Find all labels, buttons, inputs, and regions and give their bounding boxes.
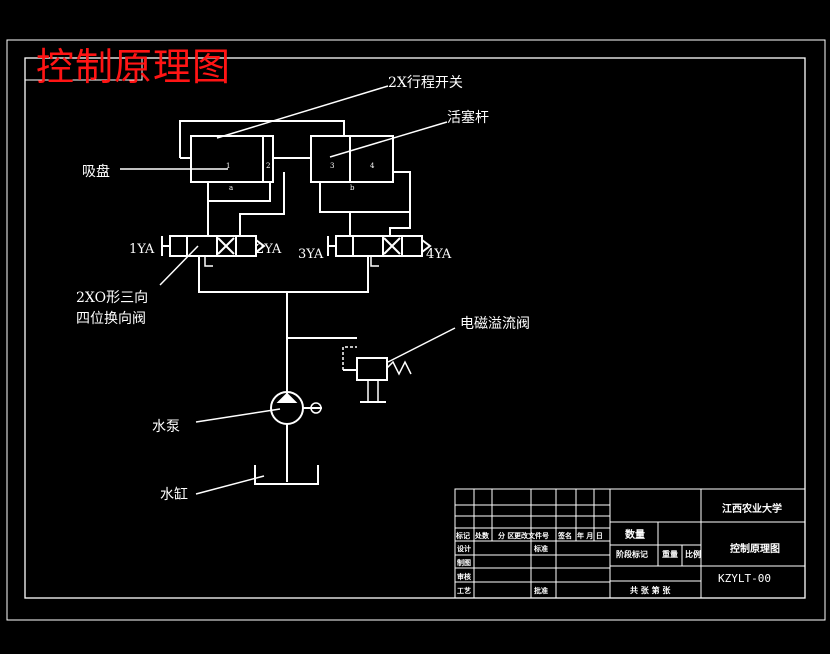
label-relief-valve: 电磁溢流阀: [460, 316, 530, 332]
tb-hdr-mark: 标记: [456, 532, 470, 540]
label-valve-line2: 四位换向阀: [76, 311, 146, 327]
inner-frame: [24, 57, 806, 599]
tb-design: 设计: [457, 545, 471, 553]
cyl-mark-4: 4: [370, 162, 375, 170]
tb-approve: 批准: [534, 587, 548, 595]
tb-review: 审核: [457, 573, 471, 581]
label-pump: 水泵: [152, 419, 180, 435]
cyl-mark-3: 3: [330, 162, 335, 170]
label-4ya: 4YA: [426, 247, 452, 262]
label-suction-cup: 吸盘: [82, 164, 110, 180]
tb-hdr-change: 更改文件号: [514, 532, 549, 540]
tb-university: 江西农业大学: [722, 504, 782, 515]
title-block: [454, 488, 806, 599]
tb-drawing: 制图: [457, 559, 471, 567]
drawing-title: 控制原理图: [36, 45, 232, 89]
tank-symbol: [254, 465, 319, 485]
tb-drawing-name: 控制原理图: [730, 544, 780, 555]
tb-hdr-zone: 分 区: [498, 532, 515, 540]
title-corner-box: [24, 57, 143, 81]
tb-stage-mark: 阶段标记: [616, 550, 648, 559]
label-piston-rod: 活塞杆: [447, 110, 489, 126]
valve-right: [327, 235, 432, 257]
tb-standard: 标准: [534, 545, 548, 553]
tb-hdr-sign: 签名: [558, 532, 572, 540]
tb-hdr-count: 处数: [475, 532, 489, 540]
cyl-mark-1: 1: [226, 162, 231, 170]
label-tank: 水缸: [160, 487, 188, 503]
tb-process: 工艺: [457, 587, 471, 595]
cylinder-right: [310, 135, 394, 183]
tb-scale: 比例: [685, 550, 701, 559]
cyl-mark-b: b: [350, 184, 355, 192]
label-1ya: 1YA: [129, 242, 155, 257]
cyl-mark-2: 2: [266, 162, 271, 170]
relief-valve: [342, 346, 412, 403]
cyl-mark-a: a: [229, 184, 234, 192]
label-3ya: 3YA: [298, 247, 324, 262]
tb-hdr-date: 年 月 日: [577, 532, 603, 540]
tb-sheets: 共 张 第 张: [630, 586, 671, 595]
tb-quantity: 数量: [625, 530, 645, 541]
label-2ya: 2YA: [256, 242, 282, 257]
tb-drawing-no: KZYLT-00: [718, 572, 771, 585]
label-valve-line1: 2XO形三向: [76, 290, 149, 306]
cylinder-left: [190, 135, 274, 183]
tb-weight: 重量: [662, 550, 678, 559]
outer-frame: [6, 39, 826, 621]
valve-left: [161, 235, 266, 257]
label-limit-switch: 2X行程开关: [388, 75, 463, 91]
